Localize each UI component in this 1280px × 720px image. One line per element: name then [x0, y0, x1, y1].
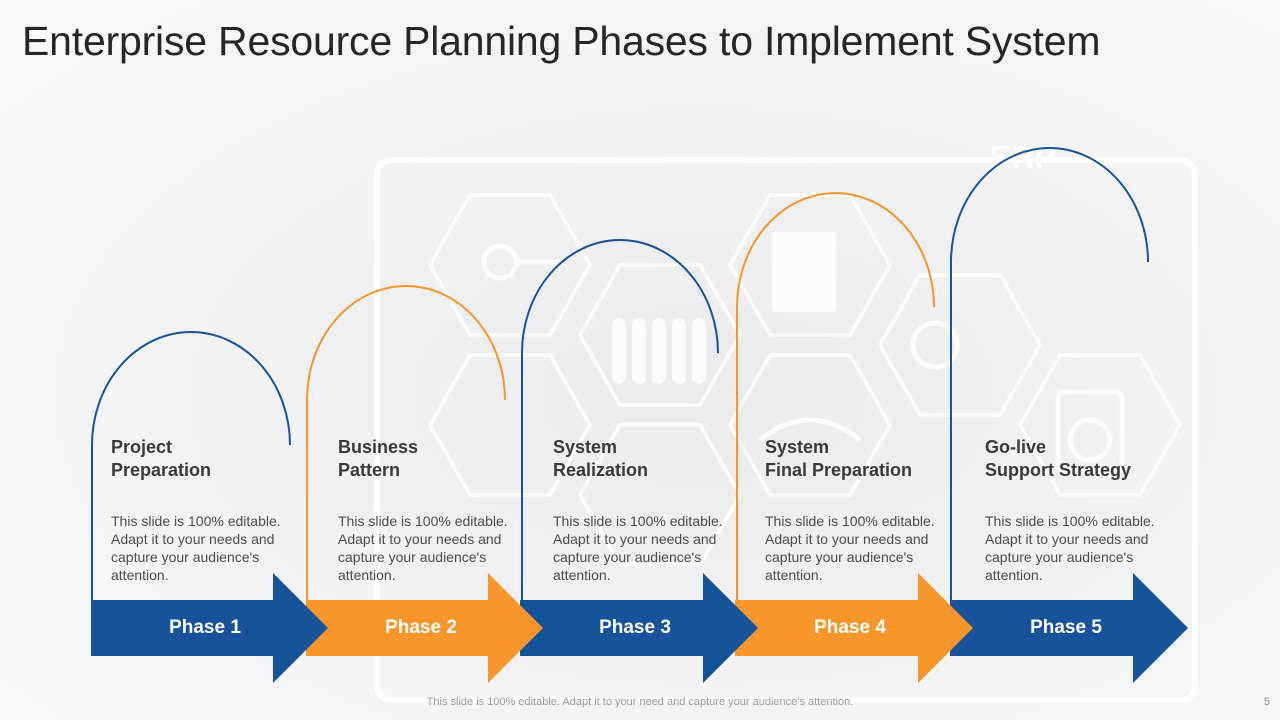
phase-2-label: Phase 2 [385, 617, 457, 638]
phase-1-arc [91, 331, 291, 600]
erp-badge-text: ERP [990, 139, 1056, 175]
phase-5-description: This slide is 100% editable. Adapt it to… [985, 513, 1155, 583]
phase-5-arrow [950, 573, 1188, 683]
phase-3-arrow [520, 573, 758, 683]
hexagon-pattern [427, 193, 1183, 567]
phase-5-arc [950, 147, 1149, 600]
phase-3-title: System Realization [553, 437, 649, 480]
page-number: 5 [1263, 696, 1270, 708]
phase-1-title: Project Preparation [111, 437, 212, 480]
phase-4-arc [736, 192, 935, 600]
slide-title: Enterprise Resource Planning Phases to I… [22, 18, 1101, 64]
phase-2-description: This slide is 100% editable. Adapt it to… [338, 513, 508, 583]
phase-4-label: Phase 4 [814, 617, 886, 638]
phase-2-arc [306, 285, 506, 600]
phase-1-label: Phase 1 [169, 617, 241, 638]
phase-2-arrow [306, 573, 543, 683]
phase-5-label: Phase 5 [1030, 617, 1102, 638]
phase-5-title: Go-live Support Strategy [985, 437, 1132, 480]
phase-3-arc [521, 239, 719, 600]
phase-4-arrow [735, 573, 973, 683]
phase-3-label: Phase 3 [599, 617, 671, 638]
phase-4-title: System Final Preparation [765, 437, 913, 480]
phase-4-description: This slide is 100% editable. Adapt it to… [765, 513, 935, 583]
phase-1-arrow [91, 573, 328, 683]
phase-2-title: Business Pattern [338, 437, 419, 480]
phase-3-description: This slide is 100% editable. Adapt it to… [553, 513, 723, 583]
slide-footer: This slide is 100% editable. Adapt it to… [426, 696, 854, 708]
phase-1-description: This slide is 100% editable. Adapt it to… [111, 513, 281, 583]
